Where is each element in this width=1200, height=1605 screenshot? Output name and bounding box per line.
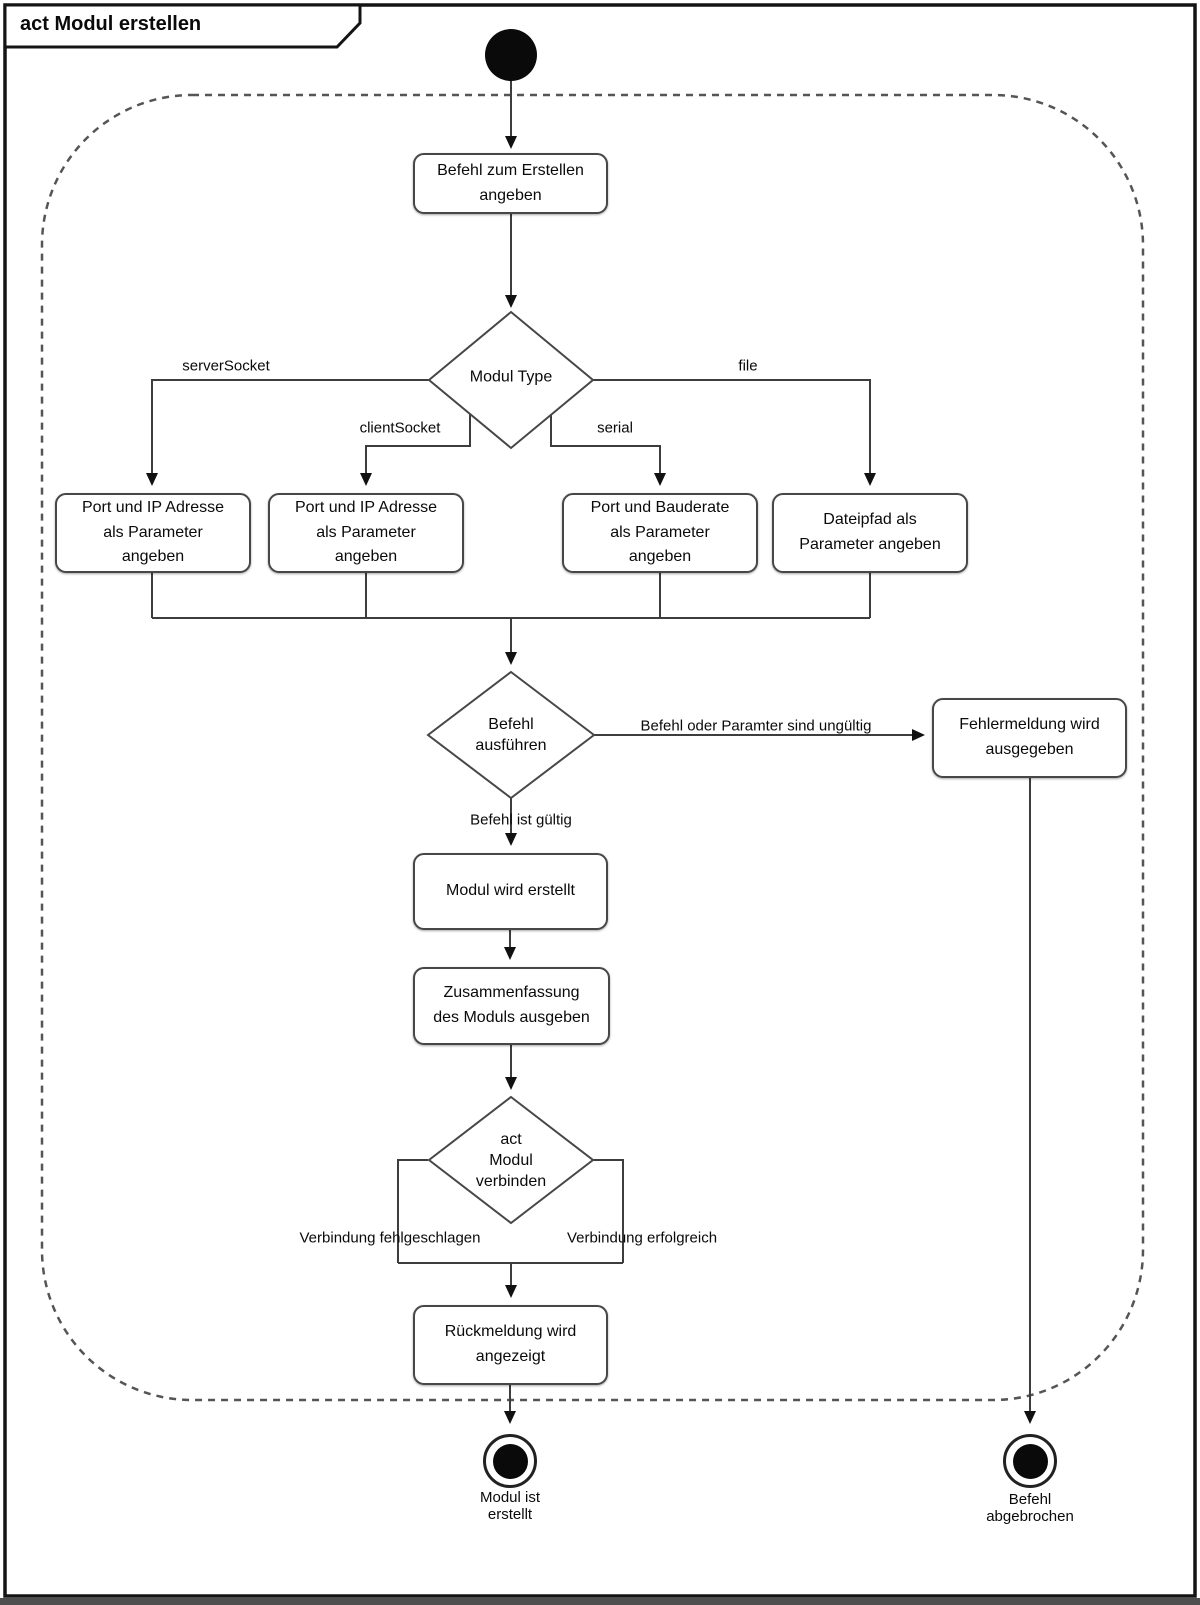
window-bottom-edge: [0, 1598, 1200, 1605]
activity-rueckmeldung[interactable]: Rückmeldung wird angezeigt: [413, 1305, 608, 1385]
activity-port-ip-clientsocket[interactable]: Port und IP Adresse als Parameter angebe…: [268, 493, 464, 573]
decision-modul-type-label: Modul Type: [469, 368, 553, 386]
activity-modul-wird-erstellt[interactable]: Modul wird erstellt: [413, 853, 608, 930]
edge-file: [592, 379, 876, 486]
edge-verbindung-right: [593, 1159, 624, 1263]
final-node-dot: [1012, 1443, 1048, 1479]
edge-label-gueltig: Befehl ist gültig: [470, 811, 572, 829]
final-label-befehl-abgebrochen: Befehl abgebrochen: [986, 1491, 1074, 1525]
activity-port-ip-serversocket[interactable]: Port und IP Adresse als Parameter angebe…: [55, 493, 251, 573]
decision-befehl-ausfuehren-shape[interactable]: [426, 670, 596, 800]
edge-label-serial: serial: [597, 419, 633, 437]
activity-befehl-zum-erstellen[interactable]: Befehl zum Erstellen angeben: [413, 153, 608, 214]
final-node-modul-erstellt[interactable]: [483, 1434, 537, 1488]
edge-label-verbindung-erfolgreich: Verbindung erfolgreich: [566, 1229, 718, 1247]
decision-modul-verbinden-label: act Modul verbinden: [475, 1130, 547, 1190]
activity-fehlermeldung[interactable]: Fehlermeldung wird ausgegeben: [932, 698, 1127, 778]
final-node-befehl-abgebrochen[interactable]: [1003, 1434, 1057, 1488]
activity-port-bauderate[interactable]: Port und Bauderate als Parameter angeben: [562, 493, 758, 573]
merge-lines: [151, 573, 871, 619]
final-node-dot: [492, 1443, 528, 1479]
initial-node[interactable]: [485, 29, 537, 81]
activity-zusammenfassung[interactable]: Zusammenfassung des Moduls ausgeben: [413, 967, 610, 1045]
edge-label-ungueltig: Befehl oder Paramter sind ungültig: [640, 717, 872, 735]
decision-modul-type-shape[interactable]: [427, 310, 595, 450]
decision-modul-verbinden-shape[interactable]: [427, 1095, 595, 1225]
edge-label-verbindung-fehlgeschlagen: Verbindung fehlgeschlagen: [299, 1229, 481, 1247]
activity-boundary: [40, 93, 1145, 1402]
activity-dateipfad[interactable]: Dateipfad als Parameter angeben: [772, 493, 968, 573]
frame-title: act Modul erstellen: [20, 13, 202, 35]
edge-label-serversocket: serverSocket: [182, 357, 270, 375]
frame-title-tab: [3, 3, 362, 49]
edge-serial: [550, 414, 666, 486]
decision-befehl-ausfuehren-label: Befehl ausführen: [475, 716, 547, 754]
edge-serversocket: [146, 379, 430, 486]
connectors: [146, 81, 1036, 1424]
edge-label-clientsocket: clientSocket: [359, 419, 441, 437]
frame-border: [3, 3, 1197, 1598]
final-label-modul-ist-erstellt: Modul ist erstellt: [479, 1489, 541, 1523]
edge-label-file: file: [738, 357, 758, 375]
edge-verbindung-left: [397, 1159, 428, 1263]
edge-clientsocket: [360, 414, 471, 486]
